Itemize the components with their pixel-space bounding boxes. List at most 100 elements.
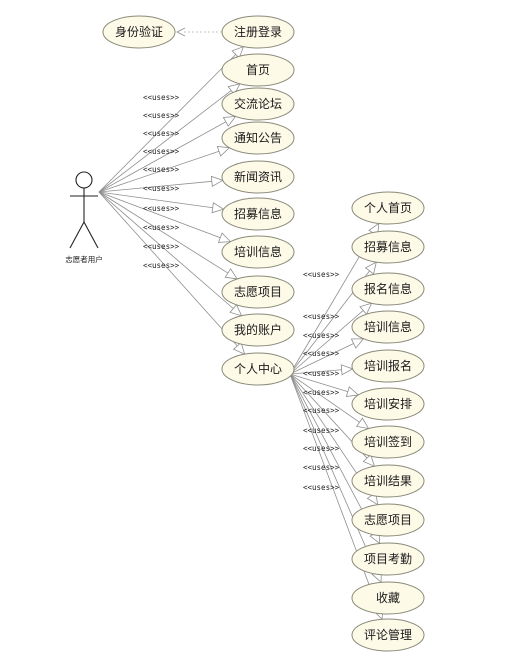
arrowhead	[211, 202, 225, 214]
arrowhead	[340, 364, 354, 376]
use-case-label: 首页	[246, 63, 270, 77]
use-case-label: 培训报名	[364, 358, 412, 373]
use-case-ellipse	[351, 387, 425, 421]
use-case-label: 注册登录	[234, 24, 282, 39]
use-case-ellipse	[351, 230, 425, 264]
use-case-label: 志愿项目	[364, 513, 412, 527]
arrowhead	[210, 175, 224, 187]
use-case-sub-9: 项目考勤	[351, 542, 425, 576]
use-case-ellipse	[221, 160, 295, 194]
use-case-ellipse	[221, 15, 295, 49]
use-case-ellipse	[221, 53, 295, 87]
actor-label: 志愿者用户	[65, 254, 103, 264]
uses-label: <<uses>>	[303, 270, 340, 279]
use-case-sub-0: 个人首页	[351, 191, 425, 225]
uses-label: <<uses>>	[303, 463, 340, 472]
use-case-main-8: 我的账户	[221, 313, 295, 347]
use-case-ellipse	[221, 121, 295, 155]
use-case-label: 评论管理	[364, 627, 412, 642]
use-case-label: 通知公告	[234, 131, 282, 145]
uses-label: <<uses>>	[303, 331, 340, 340]
arrowhead	[216, 146, 231, 157]
uses-label: <<uses>>	[143, 204, 180, 213]
use-case-label: 培训签到	[364, 434, 412, 449]
use-case-label: 交流论坛	[234, 96, 282, 111]
uses-label: <<uses>>	[143, 242, 180, 251]
uses-label: <<uses>>	[303, 349, 340, 358]
arrowhead	[345, 386, 360, 397]
use-case-sub-2: 报名信息	[351, 272, 425, 306]
arrowhead	[232, 341, 246, 355]
uses-label: <<uses>>	[303, 483, 340, 492]
assoc-center-sub-3	[289, 338, 364, 375]
use-case-main-6: 培训信息	[221, 235, 295, 269]
use-case-sub-8: 志愿项目	[351, 503, 425, 537]
actor-head	[75, 171, 93, 189]
uses-label: <<uses>>	[143, 184, 180, 193]
dependency-arrowhead	[176, 27, 186, 37]
arrowhead	[229, 304, 243, 317]
use-case-main-1: 首页	[221, 53, 295, 87]
use-case-label: 招募信息	[234, 206, 282, 221]
use-case-sub-4: 培训报名	[351, 349, 425, 383]
uses-label: <<uses>>	[143, 165, 180, 174]
assoc-actor-main-2	[98, 116, 236, 193]
use-case-main-4: 新闻资讯	[221, 160, 295, 194]
arrowhead	[222, 116, 237, 127]
use-case-ellipse	[351, 349, 425, 383]
uses-label: <<uses>>	[143, 111, 180, 120]
arrowhead	[362, 453, 376, 467]
assoc-actor-main-0	[98, 46, 244, 193]
use-case-label: 项目考勤	[364, 552, 412, 566]
uses-label: <<uses>>	[303, 444, 340, 453]
use-case-ellipse	[221, 87, 295, 121]
assoc-actor-main-4	[98, 179, 223, 193]
use-case-ellipse	[221, 352, 295, 386]
use-case-main-0: 注册登录	[221, 15, 295, 49]
assoc-actor-main-9	[98, 191, 245, 355]
use-case-ellipse	[221, 197, 295, 231]
use-case-label: 新闻资讯	[234, 169, 282, 184]
use-case-ellipse	[221, 313, 295, 347]
use-case-sub-11: 评论管理	[351, 618, 425, 652]
use-case-label: 收藏	[376, 591, 400, 605]
use-case-sub-3: 培训信息	[351, 310, 425, 344]
arrowhead	[227, 83, 241, 96]
arrowhead	[224, 268, 239, 280]
use-case-label: 培训结果	[364, 473, 412, 488]
use-case-label: 招募信息	[364, 239, 412, 254]
assoc-actor-main-7	[98, 191, 238, 280]
uses-label: <<uses>>	[143, 261, 180, 270]
use-case-ellipse	[351, 503, 425, 537]
use-case-label: 报名信息	[364, 281, 412, 296]
use-case-main-5: 招募信息	[221, 197, 295, 231]
assoc-center-sub-5	[289, 373, 359, 396]
arrowhead	[217, 232, 232, 243]
assoc-actor-main-3	[98, 147, 230, 193]
uses-label: <<uses>>	[303, 369, 340, 378]
actor-right-leg	[83, 221, 99, 249]
uses-label: <<uses>>	[143, 129, 180, 138]
actor-left-leg	[69, 221, 85, 249]
use-case-sub-5: 培训安排	[351, 387, 425, 421]
use-case-label: 我的账户	[234, 322, 282, 337]
use-case-ellipse	[351, 618, 425, 652]
use-case-ellipse	[221, 275, 295, 309]
assoc-center-sub-6	[289, 373, 369, 429]
assoc-actor-main-6	[98, 191, 231, 243]
use-case-label: 个人中心	[234, 361, 282, 376]
use-case-sub-10: 收藏	[351, 581, 425, 615]
arrowhead	[364, 261, 377, 275]
uses-stereotypes: <<uses>> <<uses>> <<uses>> <<uses>> <<uses>>…	[143, 93, 340, 492]
use-case-main-3: 通知公告	[221, 121, 295, 155]
use-case-ellipse	[351, 542, 425, 576]
use-case-label: 身份验证	[115, 24, 163, 39]
use-case-ellipse	[102, 15, 176, 49]
assoc-actor-main-5	[98, 191, 224, 210]
assoc-actor-main-1	[98, 83, 241, 193]
assoc-center-sub-2	[289, 302, 372, 375]
use-case-ellipse	[351, 191, 425, 225]
use-case-label: 培训安排	[364, 396, 412, 411]
use-case-main-7: 志愿项目	[221, 275, 295, 309]
use-case-label: 志愿项目	[234, 285, 282, 299]
